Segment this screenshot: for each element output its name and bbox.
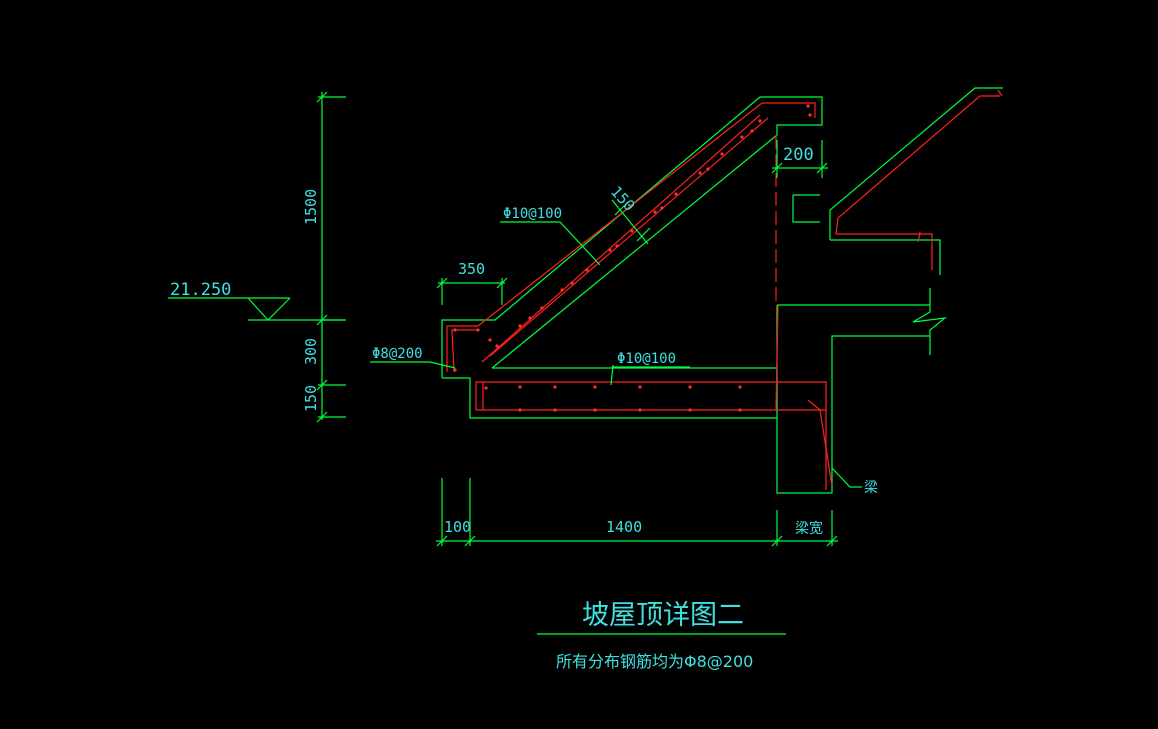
dim-350: 350 (458, 260, 485, 278)
rebar-dots (453, 104, 812, 412)
drawing-title: 坡屋顶详图二 (582, 600, 744, 631)
vertical-dimension (316, 91, 346, 423)
concrete-outline (441, 87, 1003, 494)
dimension-350 (436, 277, 508, 305)
elevation-text: 21.250 (170, 280, 231, 300)
rebar-label-edge: Φ8@200 (372, 346, 423, 362)
rebar-label-slope: Φ10@100 (503, 206, 562, 222)
dim-150-vertical: 150 (302, 385, 320, 412)
dim-150-slope: 150 (607, 183, 639, 215)
bottom-dimension (436, 478, 838, 547)
rebar-layout (446, 89, 1003, 490)
elevation-mark (168, 297, 345, 321)
dim-200: 200 (783, 145, 814, 165)
dim-100: 100 (444, 518, 471, 536)
beam-label: 梁 (864, 480, 878, 496)
leader-slope (500, 221, 601, 266)
dim-1500: 1500 (302, 189, 320, 225)
leader-edge (370, 361, 456, 369)
leader-beam (831, 467, 862, 488)
dimension-150-slope (611, 199, 651, 245)
dim-300: 300 (302, 338, 320, 365)
dim-beam-width: 梁宽 (795, 520, 823, 537)
dim-1400: 1400 (606, 518, 642, 536)
drawing-note: 所有分布钢筋均为Φ8@200 (556, 652, 753, 671)
rebar-label-bottom: Φ10@100 (617, 351, 676, 367)
dimension-200 (771, 140, 828, 178)
